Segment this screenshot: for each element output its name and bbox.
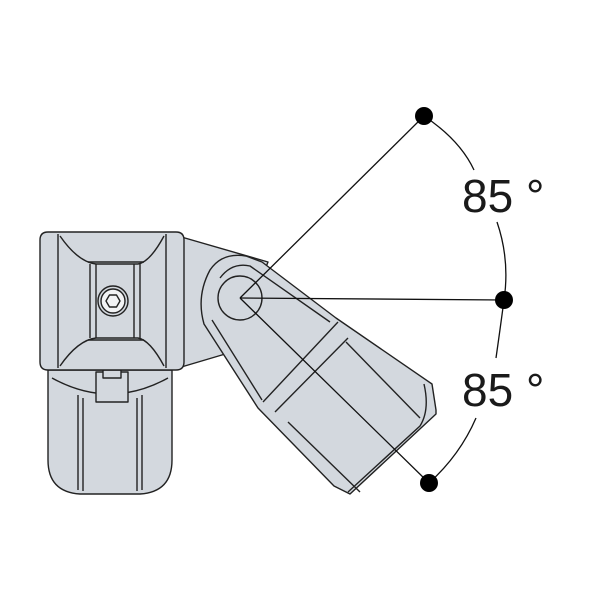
angle-markers (415, 107, 513, 492)
lower-limit-marker (420, 474, 438, 492)
center-marker (495, 291, 513, 309)
bottom-socket (47, 369, 173, 495)
upper-angle-label: 85 ° (462, 170, 545, 222)
top-socket (39, 231, 185, 371)
upper-limit-marker (415, 107, 433, 125)
lower-angle-label: 85 ° (462, 364, 545, 416)
